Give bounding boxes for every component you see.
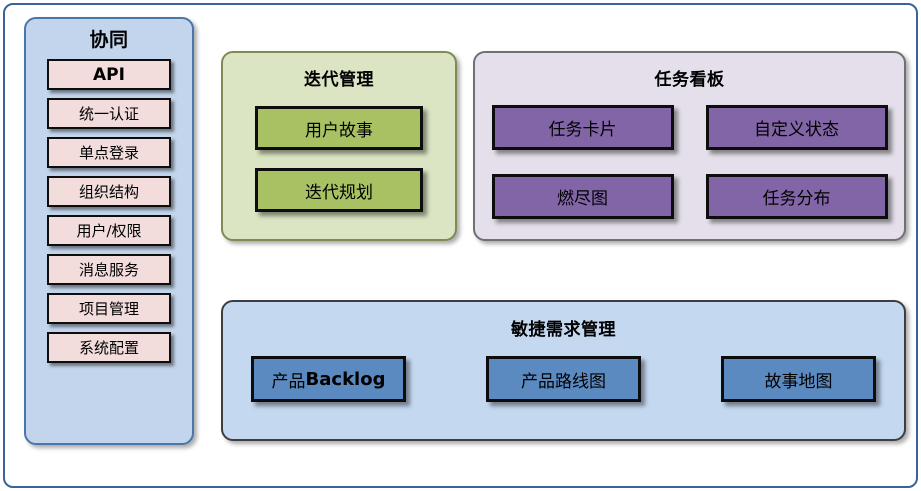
task-board-grid: 任务卡片 自定义状态 燃尽图 任务分布 [491,105,888,219]
sidebar-item-system-config[interactable]: 系统配置 [47,332,171,363]
taskboard-item-task-distribution[interactable]: 任务分布 [705,174,888,219]
panel-task-board-title: 任务看板 [654,70,725,90]
panel-task-board[interactable]: 任务看板 任务卡片 自定义状态 燃尽图 任务分布 [473,51,906,241]
sidebar-item-project-management[interactable]: 项目管理 [47,293,171,324]
iteration-item-iteration-planning[interactable]: 迭代规划 [255,168,423,212]
agile-item-product-roadmap[interactable]: 产品路线图 [486,356,641,402]
agile-item-product-backlog-latin: Backlog [305,368,386,390]
diagram-frame: 协同 API 统一认证 单点登录 组织结构 用户/权限 消息服务 项目管理 系统… [3,3,918,488]
sidebar-item-message-service[interactable]: 消息服务 [47,254,171,285]
sidebar-item-unified-auth[interactable]: 统一认证 [47,98,171,129]
agile-item-product-backlog-cjk: 产品 [271,371,306,392]
taskboard-item-burndown-chart[interactable]: 燃尽图 [491,174,674,219]
panel-collaboration-title: 协同 [89,29,129,51]
sidebar-item-single-sign-on[interactable]: 单点登录 [47,137,171,168]
sidebar-item-list: API 统一认证 单点登录 组织结构 用户/权限 消息服务 项目管理 系统配置 [47,59,171,363]
agile-item-story-map[interactable]: 故事地图 [721,356,876,402]
iteration-item-user-story[interactable]: 用户故事 [255,106,423,150]
panel-collaboration[interactable]: 协同 API 统一认证 单点登录 组织结构 用户/权限 消息服务 项目管理 系统… [24,17,194,445]
sidebar-item-user-permission[interactable]: 用户/权限 [47,215,171,246]
panel-iteration-management-title: 迭代管理 [304,70,374,90]
sidebar-item-api[interactable]: API [47,59,171,90]
sidebar-item-org-structure[interactable]: 组织结构 [47,176,171,207]
panel-agile-requirement-management-title: 敏捷需求管理 [511,320,616,340]
panel-iteration-management[interactable]: 迭代管理 用户故事 迭代规划 [221,51,457,241]
agile-item-product-roadmap-label: 产品路线图 [521,371,606,392]
taskboard-item-task-card[interactable]: 任务卡片 [491,105,674,150]
taskboard-item-custom-status[interactable]: 自定义状态 [705,105,888,150]
agile-item-story-map-label: 故事地图 [764,371,833,392]
